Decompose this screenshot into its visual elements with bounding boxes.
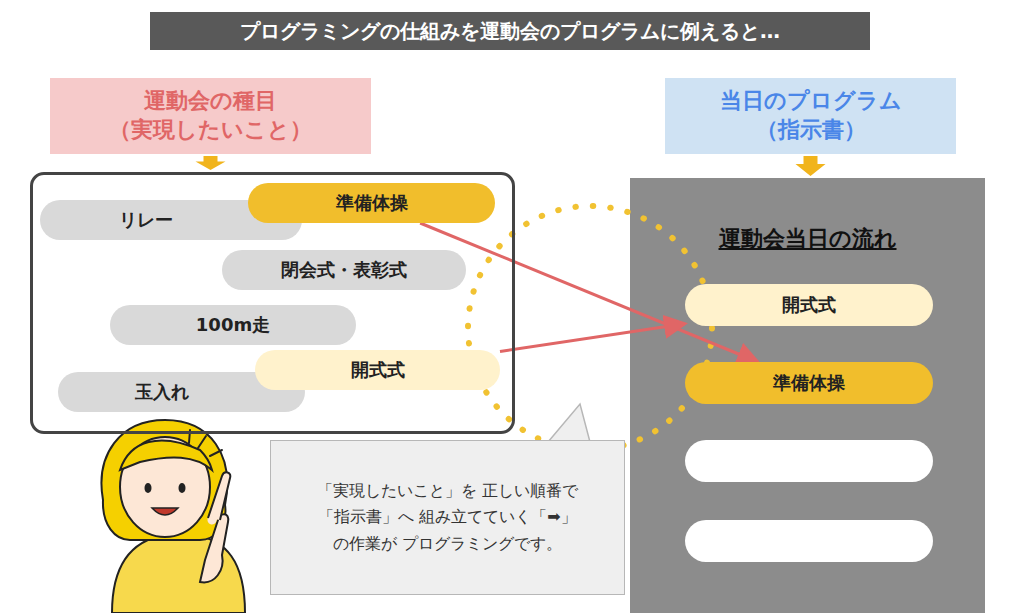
speech-bubble: 「実現したいこと」を 正しい順番で「指示書」へ 組み立てていく「➡」の作業が プ… — [270, 440, 625, 595]
node-text: 準備体操 — [336, 191, 408, 215]
woman-illustration — [102, 420, 245, 613]
empty-slot — [685, 520, 933, 562]
node-text: 玉入れ — [135, 380, 189, 404]
block-arrow — [196, 156, 226, 170]
program-pill: 準備体操 — [685, 362, 933, 404]
event-pill: 開式式 — [255, 350, 500, 390]
title-band: プログラミングの仕組みを運動会のプログラムに例えると… — [150, 12, 870, 50]
program-pill: 開式式 — [685, 284, 933, 326]
order-arrow — [500, 324, 685, 352]
order-arrow — [420, 223, 758, 362]
goal-box: 運動会の種目 （実現したいこと） — [50, 78, 371, 154]
node-text: 閉会式・表彰式 — [281, 258, 407, 282]
instruction-box: 当日のプログラム （指示書） — [665, 78, 956, 154]
node-text: 開式式 — [351, 358, 405, 382]
event-pill: リレー — [40, 200, 302, 240]
event-pill: 100m走 — [110, 305, 356, 345]
bubble-pointer — [548, 404, 590, 442]
node-text: 当日のプログラム （指示書） — [675, 87, 946, 144]
node-text: 運動会の種目 （実現したいこと） — [60, 87, 361, 144]
title-text: プログラミングの仕組みを運動会のプログラムに例えると… — [240, 18, 780, 45]
event-pill: 閉会式・表彰式 — [222, 250, 466, 290]
node-text: 運動会当日の流れ — [719, 224, 897, 254]
node-text: 「実現したいこと」を 正しい順番で「指示書」へ 組み立てていく「➡」の作業が プ… — [312, 478, 584, 557]
node-text: リレー — [119, 208, 173, 232]
block-arrow — [796, 156, 826, 176]
node-text: 準備体操 — [773, 371, 845, 395]
empty-slot — [685, 440, 933, 482]
event-pill: 玉入れ — [58, 372, 305, 412]
event-pill: 準備体操 — [248, 183, 495, 223]
node-text: 100m走 — [196, 313, 270, 337]
event-list-box: リレー 準備体操閉会式・表彰式 100m走開式式玉入れ — [30, 172, 515, 434]
node-text: 開式式 — [782, 293, 836, 317]
